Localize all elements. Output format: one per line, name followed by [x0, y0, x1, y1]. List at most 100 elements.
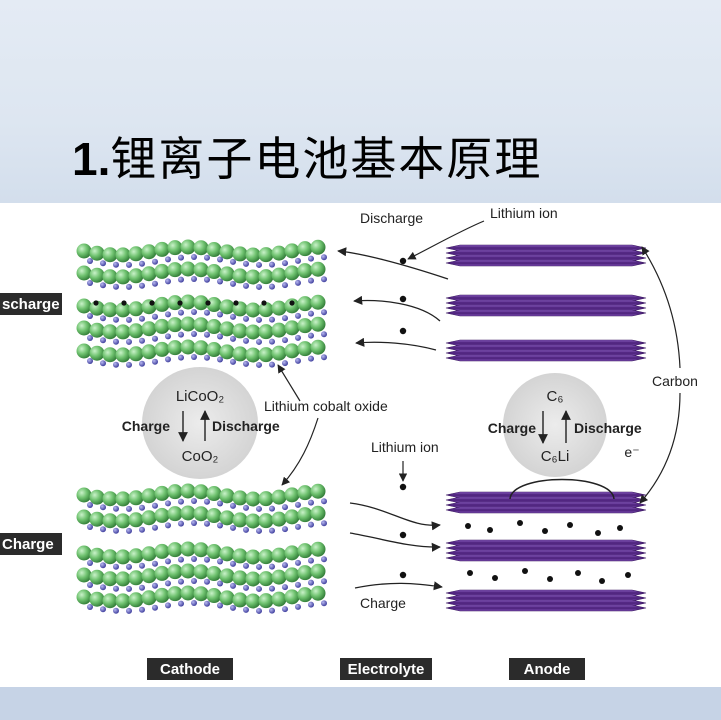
- cobalt-atom: [282, 360, 288, 367]
- oxygen-atom: [115, 302, 131, 318]
- cobalt-atom: [308, 499, 314, 506]
- svg-text:Electrolyte: Electrolyte: [348, 661, 425, 678]
- cobalt-atom: [87, 524, 93, 530]
- cobalt-atom: [217, 602, 223, 609]
- oxygen-atom: [154, 241, 170, 257]
- lithium-ion-dot: [93, 300, 99, 306]
- cobalt-atom: [321, 309, 327, 316]
- cobalt-atom: [243, 526, 249, 533]
- oxygen-atom: [180, 541, 196, 557]
- cobalt-atom: [295, 257, 301, 264]
- cobalt-atom: [139, 526, 145, 533]
- cobalt-atom: [217, 522, 223, 529]
- oxygen-atom: [115, 247, 131, 263]
- oxygen-atom: [141, 510, 157, 526]
- ion-dot: [399, 257, 407, 265]
- cobalt-atom: [139, 584, 145, 591]
- cobalt-atom: [178, 276, 184, 283]
- lithium-ion-dot: [121, 300, 127, 306]
- oxygen-atom: [167, 295, 183, 311]
- cathode-tag: Cathode: [147, 658, 233, 680]
- cathode-bottom-formula: CoO₂: [182, 448, 219, 465]
- oxygen-atom: [141, 546, 157, 562]
- cobalt-atom: [243, 606, 249, 613]
- lithium-ion-dot: [625, 572, 631, 578]
- oxygen-atom: [154, 341, 170, 357]
- oxygen-atom: [271, 300, 287, 316]
- oxygen-atom: [115, 269, 131, 285]
- lithium-ion-dot: [599, 578, 605, 584]
- oxygen-atom: [167, 317, 183, 333]
- cathode-layers: [76, 239, 327, 614]
- oxygen-atom: [89, 489, 105, 505]
- oxygen-atom: [180, 294, 196, 310]
- cobalt-atom: [152, 280, 158, 287]
- oxygen-atom: [219, 546, 235, 562]
- cobalt-atom: [230, 335, 236, 342]
- oxygen-atom: [206, 319, 222, 335]
- oxygen-atom: [219, 510, 235, 526]
- oxygen-atom: [206, 566, 222, 582]
- oxygen-atom: [180, 505, 196, 521]
- anode-discharge-label: Discharge: [574, 420, 642, 436]
- lithium-ion-dot: [522, 568, 528, 574]
- cobalt-atom: [282, 337, 288, 344]
- oxygen-atom: [297, 296, 313, 312]
- cobalt-atom: [308, 355, 314, 362]
- cobalt-atom: [230, 604, 236, 611]
- oxygen-atom: [89, 511, 105, 527]
- carbon-pointer-up: [641, 246, 681, 369]
- oxygen-atom: [193, 506, 209, 522]
- oxygen-atom: [89, 245, 105, 261]
- oxygen-atom: [102, 302, 118, 318]
- oxygen-atom: [258, 347, 274, 363]
- cobalt-atom: [152, 258, 158, 265]
- oxygen-atom: [76, 320, 92, 336]
- oxygen-atom: [76, 545, 92, 561]
- graphite-sheet: [445, 259, 647, 267]
- oxygen-atom: [180, 261, 196, 277]
- cobalt-atom: [139, 562, 145, 569]
- ion-dot: [399, 327, 407, 335]
- anode-reaction: C₆ C₆Li Charge Discharge e⁻: [488, 373, 642, 477]
- oxygen-atom: [219, 488, 235, 504]
- cobalt-atom: [256, 338, 262, 345]
- oxygen-atom: [128, 548, 144, 564]
- oxygen-atom: [297, 587, 313, 603]
- cobalt-atom: [217, 558, 223, 565]
- lco-pointer-down: [281, 417, 319, 486]
- cobalt-atom: [100, 562, 106, 569]
- oxygen-atom: [167, 564, 183, 580]
- cobalt-atom: [100, 504, 106, 511]
- electron-arc: [509, 478, 615, 500]
- cobalt-atom: [282, 562, 288, 569]
- cobalt-atom: [256, 283, 262, 290]
- cobalt-atom: [282, 526, 288, 533]
- cobalt-atom: [230, 280, 236, 287]
- graphite-sheet: [445, 354, 647, 362]
- cobalt-atom: [165, 522, 171, 529]
- cobalt-atom: [308, 601, 314, 608]
- cobalt-atom: [243, 337, 249, 344]
- oxygen-atom: [128, 490, 144, 506]
- lithium-ion-dot: [487, 527, 493, 533]
- oxygen-atom: [89, 267, 105, 283]
- oxygen-atom: [102, 593, 118, 609]
- cobalt-atom: [256, 527, 262, 534]
- oxygen-atom: [271, 547, 287, 563]
- oxygen-atom: [297, 507, 313, 523]
- anode-tag: Anode: [509, 658, 585, 680]
- oxygen-atom: [258, 491, 274, 507]
- oxygen-atom: [297, 565, 313, 581]
- cobalt-atom: [113, 607, 119, 614]
- cobalt-atom: [178, 520, 184, 527]
- oxygen-atom: [115, 593, 131, 609]
- cobalt-atom: [100, 360, 106, 367]
- oxygen-atom: [102, 549, 118, 565]
- oxygen-atom: [102, 491, 118, 507]
- graphite-sheet: [445, 554, 647, 562]
- oxygen-atom: [258, 549, 274, 565]
- oxygen-atom: [245, 269, 261, 285]
- oxygen-atom: [271, 569, 287, 585]
- oxygen-atom: [284, 243, 300, 259]
